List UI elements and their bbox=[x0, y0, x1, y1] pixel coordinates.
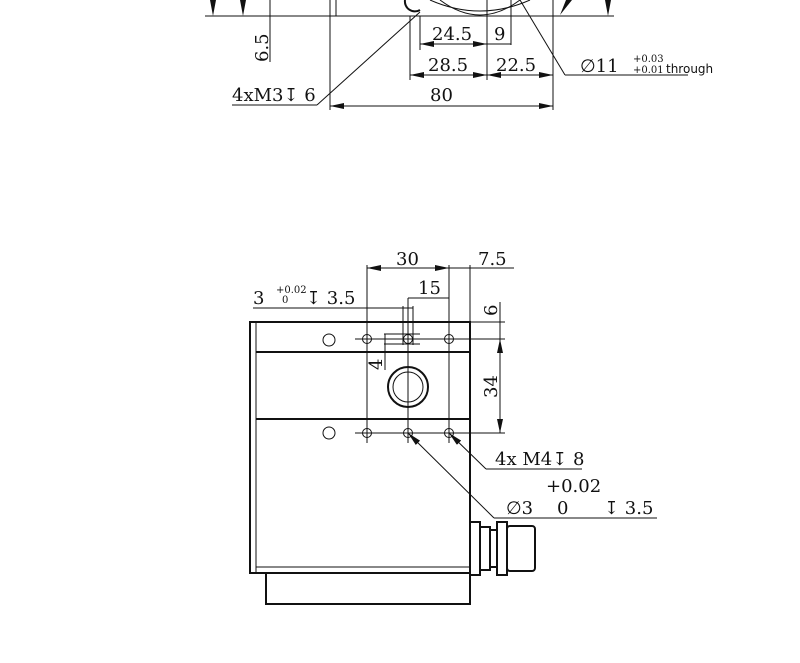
dim-9: 9 bbox=[494, 24, 505, 45]
bore-diameter: ∅11 bbox=[580, 56, 619, 77]
arrow-icon bbox=[605, 0, 611, 16]
bore-arc-inner bbox=[429, 0, 531, 12]
dim-34: 34 bbox=[481, 375, 502, 398]
leader-line bbox=[519, 0, 566, 76]
front-view: 30 7.5 15 3 +0.02 0 ↧ 3.5 4 6 34 4x M4↧ … bbox=[249, 249, 657, 605]
cable-connector bbox=[469, 521, 536, 576]
pin-tol-upper: +0.02 bbox=[276, 285, 307, 296]
bore-tol-lower: +0.01 bbox=[633, 65, 664, 76]
dim-4: 4 bbox=[366, 359, 387, 370]
leader-line bbox=[448, 432, 487, 470]
dim-15: 15 bbox=[418, 278, 441, 299]
dowel-tol-lower: 0 bbox=[557, 498, 568, 519]
dowel-depth: ↧ 3.5 bbox=[604, 498, 653, 519]
leader-line bbox=[316, 11, 421, 106]
dim-7-5: 7.5 bbox=[478, 249, 507, 270]
dowel-hole bbox=[322, 333, 336, 347]
hole-row-top bbox=[355, 334, 505, 344]
pin-depth: ↧ 3.5 bbox=[306, 288, 355, 309]
dim-80: 80 bbox=[430, 85, 453, 106]
hole-row-bottom bbox=[355, 428, 505, 438]
bore-tol-upper: +0.03 bbox=[633, 54, 664, 65]
dowel-hole bbox=[322, 426, 336, 440]
thread-note-m3: 4xM3↧ 6 bbox=[232, 85, 316, 106]
dim-28-5: 28.5 bbox=[428, 55, 468, 76]
dim-6-5: 6.5 bbox=[252, 33, 273, 62]
base-plate bbox=[265, 572, 471, 605]
dowel-diameter: ∅3 bbox=[506, 498, 533, 519]
body-outline bbox=[249, 321, 471, 574]
dowel-tol-upper: +0.02 bbox=[546, 476, 601, 497]
top-view: 6.5 24.5 9 28.5 22.5 80 4xM3↧ 6 ∅11 +0.0… bbox=[205, 0, 713, 110]
m4-thread-note: 4x M4↧ 8 bbox=[495, 449, 584, 470]
arrow-icon bbox=[560, 0, 572, 15]
dim-22-5: 22.5 bbox=[496, 55, 536, 76]
arrow-icon bbox=[210, 0, 216, 16]
screw-hole-arc bbox=[403, 0, 421, 13]
dim-24-5: 24.5 bbox=[432, 24, 472, 45]
leader-line bbox=[407, 432, 495, 519]
pin-tol-lower: 0 bbox=[282, 295, 288, 306]
bore-through: through bbox=[666, 62, 713, 76]
pin-hole-diameter: 3 bbox=[253, 288, 264, 309]
bore-arc bbox=[439, 0, 521, 16]
dim-6: 6 bbox=[481, 305, 502, 316]
dim-30: 30 bbox=[396, 249, 419, 270]
arrow-icon bbox=[240, 0, 246, 16]
